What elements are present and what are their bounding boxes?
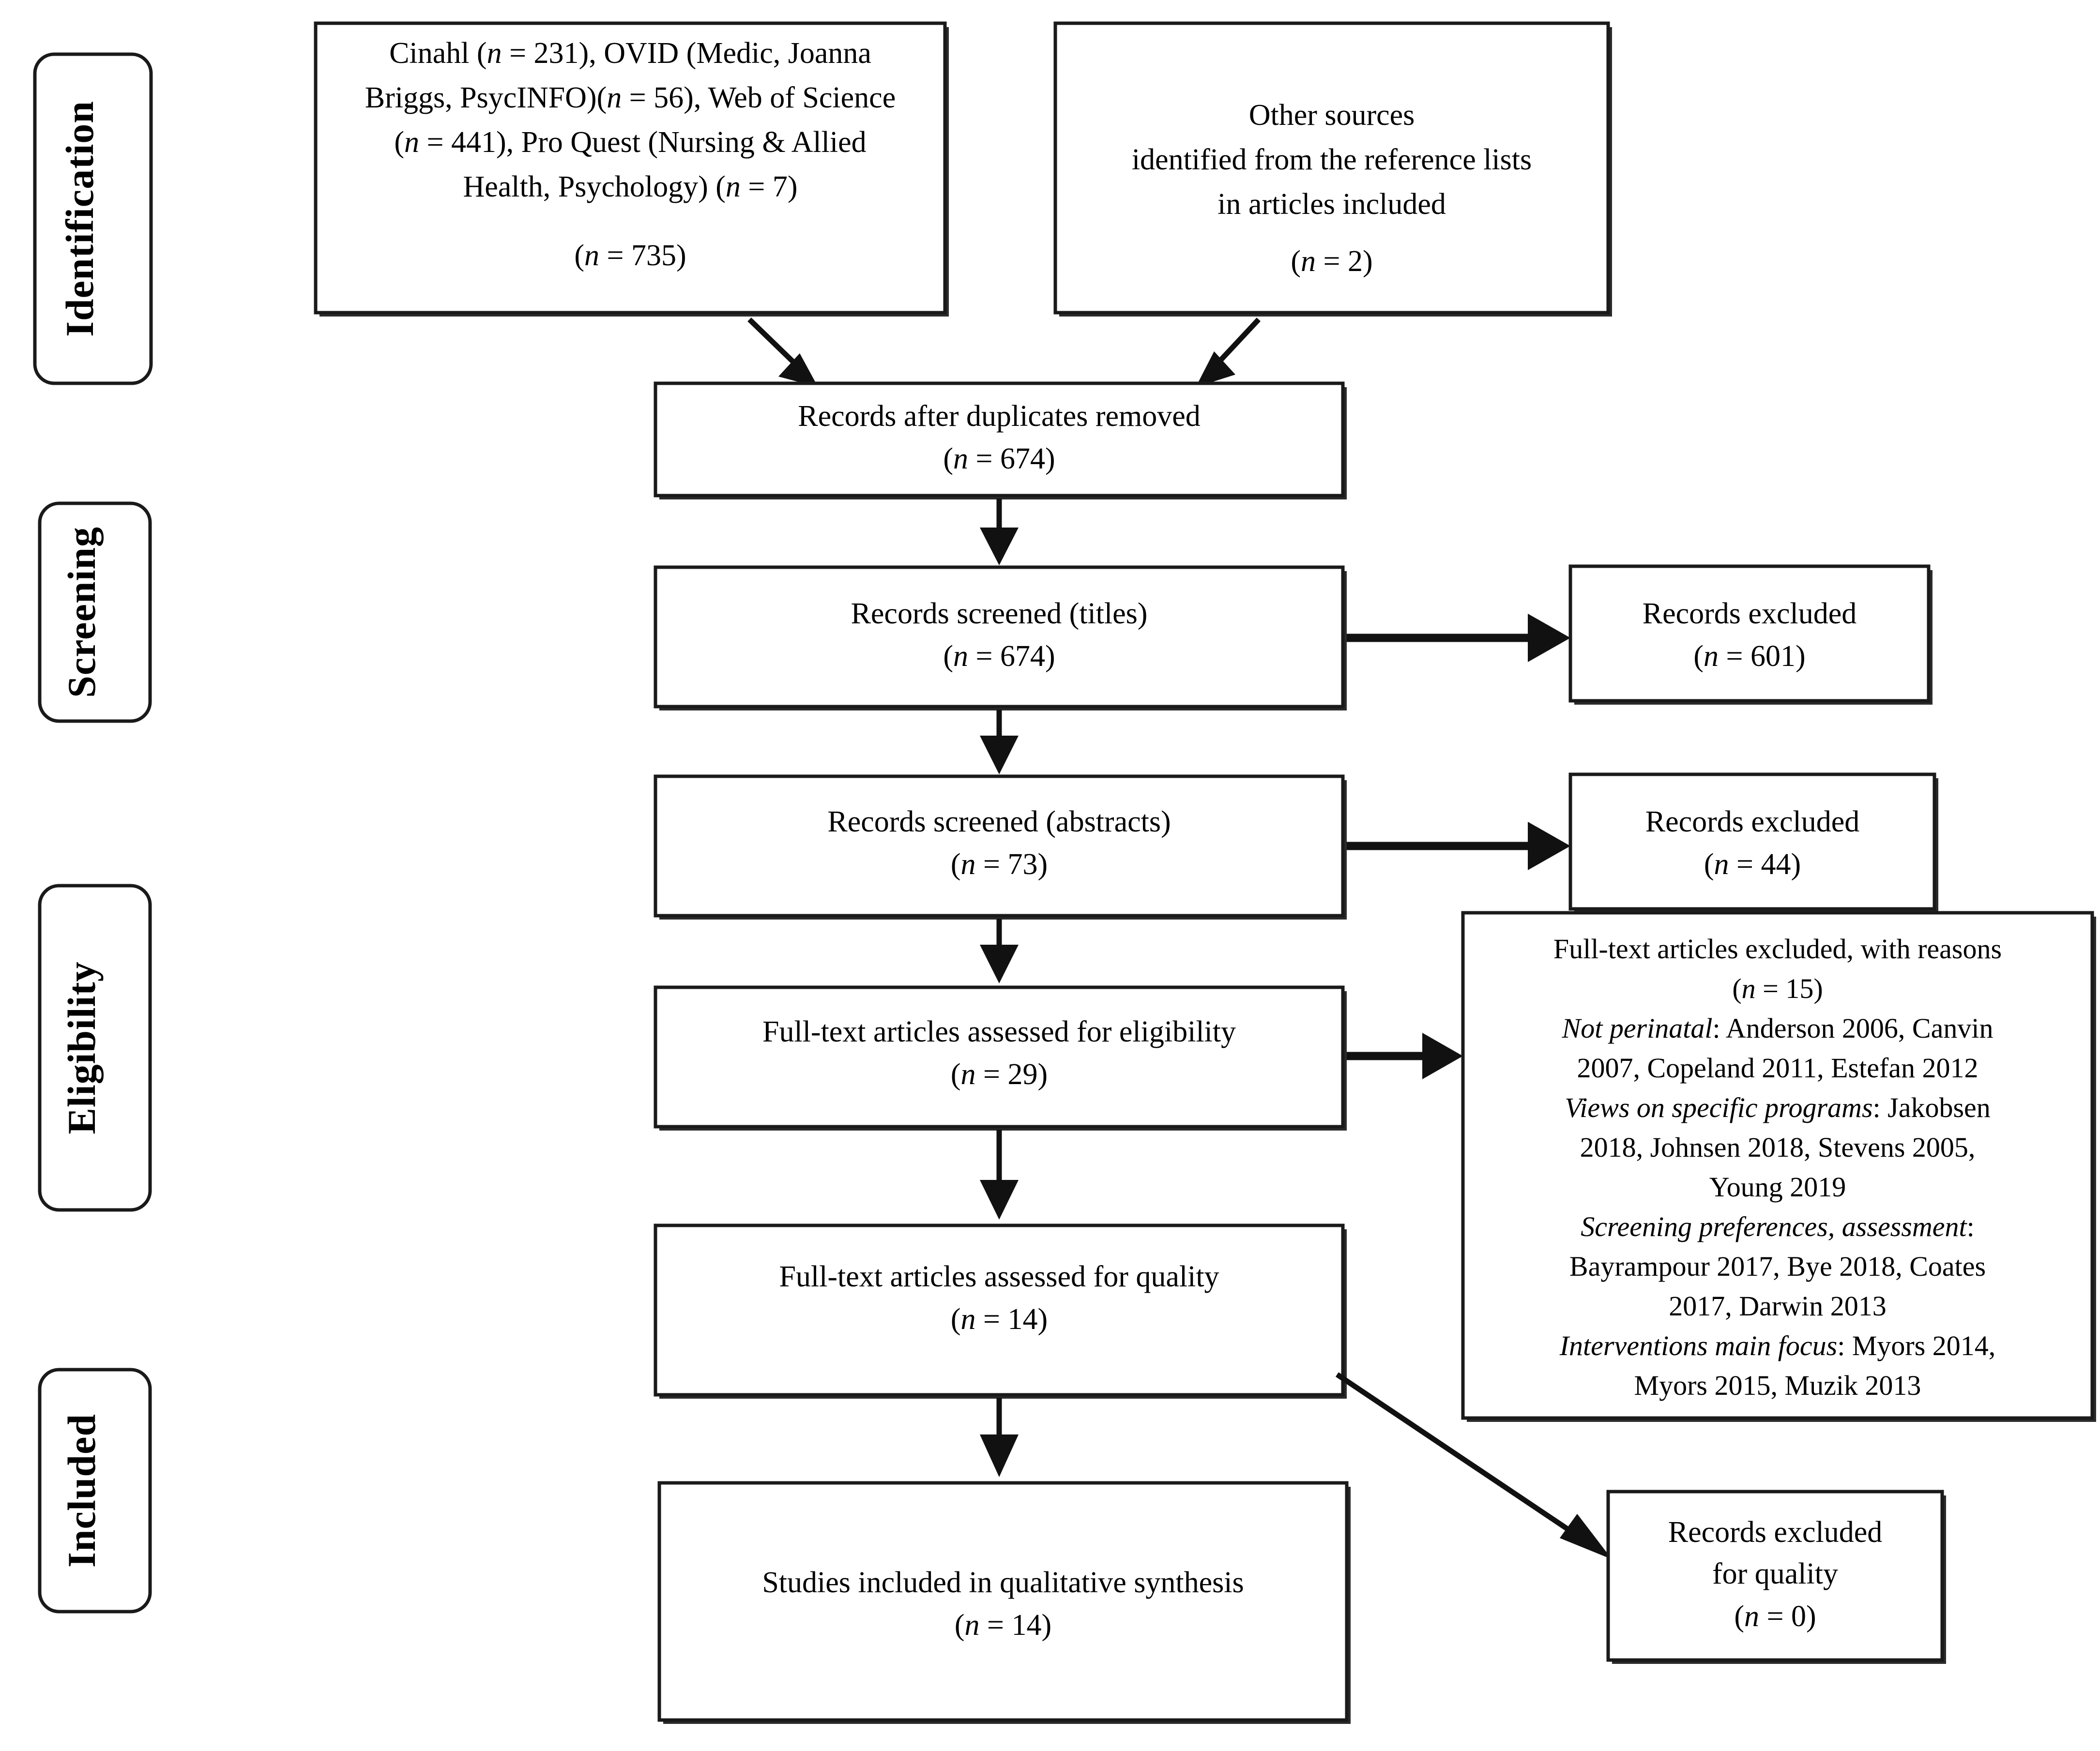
node-qualitative-synthesis: Studies included in qualitative synthesi… <box>657 1481 1351 1724</box>
reason-2-line-3: Young 2019 <box>1709 1171 1846 1203</box>
screened-titles-line-1: Records screened (titles) <box>851 597 1148 630</box>
stage-label-text-identification: Identification <box>58 101 102 337</box>
reason-2-line-1: Views on specific programs: Jakobsen <box>1565 1092 1991 1123</box>
quality-line-1: Full-text articles assessed for quality <box>779 1260 1219 1293</box>
excluded-quality-count: (n = 0) <box>1734 1600 1816 1633</box>
arrow-databases-to-duplicates <box>747 317 818 387</box>
node-excluded-abstracts-box <box>1568 772 1936 911</box>
databases-line-4: Health, Psychology) (n = 7) <box>463 170 797 203</box>
synthesis-count: (n = 14) <box>955 1609 1051 1642</box>
arrow-eligibility-to-quality <box>980 1130 1019 1220</box>
stage-label-text-included: Included <box>60 1414 104 1568</box>
other-sources-count: (n = 2) <box>1291 245 1372 278</box>
node-excluded-reasons: Full-text articles excluded, with reason… <box>1461 911 2096 1422</box>
node-quality-box <box>654 1223 1345 1397</box>
node-duplicates-removed: Records after duplicates removed (n = 67… <box>654 381 1347 499</box>
node-excluded-quality-box <box>1606 1490 1944 1662</box>
node-excluded-titles-box <box>1568 564 1931 703</box>
node-duplicates-box <box>654 381 1345 498</box>
eligibility-count: (n = 29) <box>951 1058 1048 1091</box>
arrow-titles-to-abstracts <box>980 709 1019 774</box>
stage-label-included: Included <box>38 1368 152 1614</box>
node-other-sources: Other sources identified from the refere… <box>1053 21 1612 317</box>
screened-titles-count: (n = 674) <box>943 640 1055 673</box>
arrow-quality-to-synthesis <box>980 1398 1019 1477</box>
reason-2-line-2: 2018, Johnsen 2018, Stevens 2005, <box>1580 1132 1976 1163</box>
reason-3-line-3: 2017, Darwin 2013 <box>1669 1290 1886 1322</box>
node-excluded-abstracts: Records excluded (n = 44) <box>1568 772 1938 913</box>
arrow-duplicates-to-titles <box>980 498 1019 565</box>
stage-box-screening <box>38 501 152 723</box>
stage-label-eligibility: Eligibility <box>38 884 152 1212</box>
excluded-abstracts-line-1: Records excluded <box>1645 805 1859 838</box>
synthesis-line-1: Studies included in qualitative synthesi… <box>762 1566 1244 1599</box>
node-screened-abstracts: Records screened (abstracts) (n = 73) <box>654 774 1347 920</box>
excluded-titles-count: (n = 601) <box>1693 640 1805 673</box>
stage-box-eligibility <box>38 884 152 1212</box>
arrow-abstracts-to-excluded <box>1347 822 1570 870</box>
node-databases: Cinahl (n = 231), OVID (Medic, Joanna Br… <box>314 21 949 317</box>
stage-label-screening: Screening <box>38 501 152 723</box>
arrow-eligibility-to-reasons <box>1347 1033 1463 1079</box>
node-excluded-quality: Records excluded for quality (n = 0) <box>1606 1490 1946 1664</box>
node-quality-assessed: Full-text articles assessed for quality … <box>654 1223 1347 1399</box>
excluded-abstracts-count: (n = 44) <box>1704 848 1801 881</box>
excluded-reasons-heading: Full-text articles excluded, with reason… <box>1553 933 2002 965</box>
other-sources-line-3: in articles included <box>1217 188 1446 221</box>
reason-3-line-1: Screening preferences, assessment: <box>1581 1211 1974 1242</box>
reason-3-line-2: Bayrampour 2017, Bye 2018, Coates <box>1569 1251 1986 1282</box>
reason-1-line-1: Not perinatal: Anderson 2006, Canvin <box>1562 1012 1993 1044</box>
databases-line-1: Cinahl (n = 231), OVID (Medic, Joanna <box>389 37 871 70</box>
node-excluded-titles: Records excluded (n = 601) <box>1568 564 1933 705</box>
node-eligibility-assessed: Full-text articles assessed for eligibil… <box>654 985 1347 1131</box>
reason-1-line-2: 2007, Copeland 2011, Estefan 2012 <box>1577 1052 1978 1084</box>
other-sources-line-2: identified from the reference lists <box>1132 143 1532 176</box>
node-screened-titles-box <box>654 565 1345 709</box>
excluded-titles-line-1: Records excluded <box>1643 597 1857 630</box>
duplicates-count: (n = 674) <box>943 442 1055 475</box>
stage-label-text-eligibility: Eligibility <box>60 961 104 1134</box>
other-sources-line-1: Other sources <box>1249 99 1415 132</box>
stage-label-identification: Identification <box>33 52 153 385</box>
reason-4-line-1: Interventions main focus: Myors 2014, <box>1559 1330 1996 1361</box>
databases-total: (n = 735) <box>574 239 686 272</box>
databases-line-2: Briggs, PsycINFO)(n = 56), Web of Scienc… <box>365 81 896 114</box>
excluded-reasons-count: (n = 15) <box>1732 973 1823 1004</box>
stage-label-text-screening: Screening <box>60 527 104 698</box>
eligibility-line-1: Full-text articles assessed for eligibil… <box>762 1015 1236 1048</box>
excluded-quality-line-1: Records excluded <box>1668 1516 1882 1549</box>
node-eligibility-box <box>654 985 1345 1129</box>
node-screened-abstracts-box <box>654 774 1345 918</box>
arrow-abstracts-to-eligibility <box>980 919 1019 983</box>
stage-box-included <box>38 1368 152 1614</box>
arrow-quality-to-excluded-quality <box>1335 1372 1612 1559</box>
screened-abstracts-line-1: Records screened (abstracts) <box>827 805 1171 838</box>
quality-count: (n = 14) <box>951 1303 1048 1336</box>
node-excluded-reasons-box <box>1461 911 2094 1420</box>
node-screened-titles: Records screened (titles) (n = 674) <box>654 565 1347 710</box>
excluded-quality-line-2: for quality <box>1712 1557 1838 1590</box>
arrow-other-to-duplicates <box>1196 317 1261 387</box>
duplicates-line-1: Records after duplicates removed <box>798 400 1201 433</box>
databases-line-3: (n = 441), Pro Quest (Nursing & Allied <box>394 126 866 159</box>
node-databases-box <box>314 21 947 315</box>
screened-abstracts-count: (n = 73) <box>951 848 1048 881</box>
stage-box-identification <box>33 52 153 385</box>
reason-4-line-2: Myors 2015, Muzik 2013 <box>1634 1370 1921 1401</box>
node-other-sources-box <box>1053 21 1610 315</box>
node-synthesis-box <box>657 1481 1349 1722</box>
arrow-titles-to-excluded <box>1347 614 1570 662</box>
